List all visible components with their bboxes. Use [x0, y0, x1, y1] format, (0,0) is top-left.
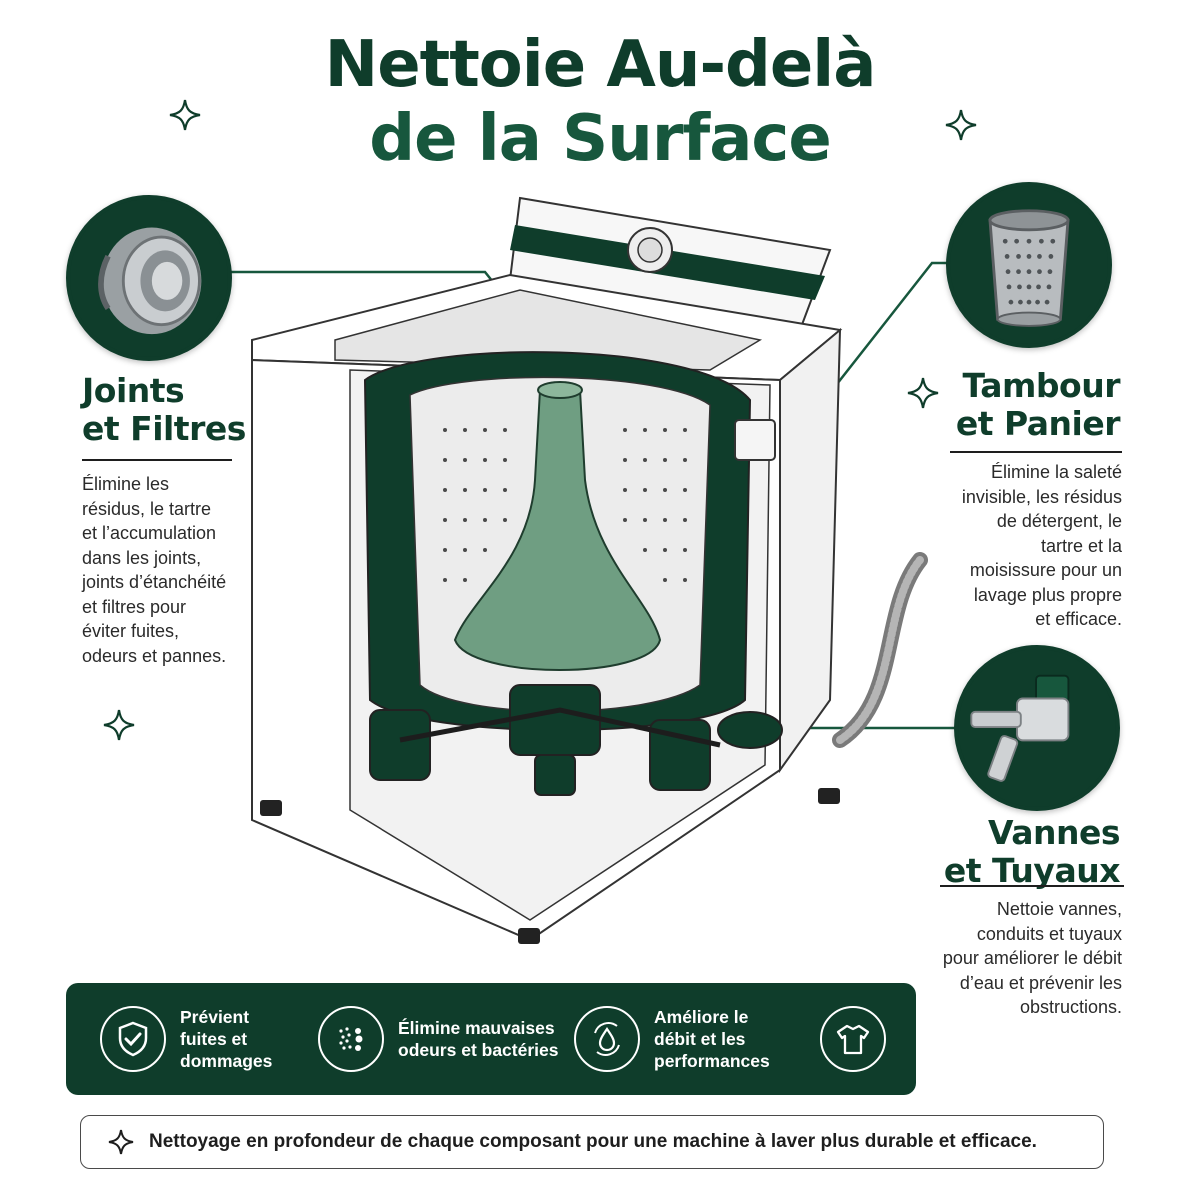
valves-pipes-description: Nettoie vannes, conduits et tuyaux pour … — [942, 899, 1122, 1017]
filter-joint-icon — [70, 199, 228, 357]
water-drop-cycle-icon — [574, 1006, 640, 1072]
benefit-label: Élimine mauvaises odeurs et bactéries — [398, 1018, 559, 1060]
benefit-item — [820, 983, 886, 1095]
drum-basket-icon — [950, 186, 1108, 344]
bacteria-dots-icon — [318, 1006, 384, 1072]
drum-basket-image — [946, 182, 1112, 348]
drum-basket-description: Élimine la saleté invisible, les résidus… — [961, 462, 1122, 629]
valves-pipes-title: Vannes et Tuyaux — [943, 813, 1121, 890]
sparkle-icon — [944, 108, 978, 142]
benefits-banner: Prévient fuites et dommages Élimine mauv… — [66, 983, 916, 1095]
valve-pipe-icon — [958, 649, 1116, 807]
benefit-item: Améliore le débit et les performances — [574, 983, 770, 1095]
t-shirt-icon — [820, 1006, 886, 1072]
sparkle-icon — [102, 708, 136, 742]
benefit-label: Améliore le débit et les performances — [654, 1007, 770, 1071]
drum-basket-title: Tambour et Panier — [955, 366, 1121, 443]
title-line-1: Nettoie Au-delà — [324, 28, 877, 102]
joints-filters-description: Élimine les résidus, le tartre et l’accu… — [82, 474, 227, 666]
footer-note: Nettoyage en profondeur de chaque compos… — [80, 1115, 1104, 1169]
joints-filters-title: Joints et Filtres — [82, 371, 246, 448]
footer-text: Nettoyage en profondeur de chaque compos… — [149, 1131, 1037, 1152]
drum-basket-divider — [950, 451, 1122, 453]
sparkle-icon — [168, 98, 202, 132]
valves-pipes-image — [954, 645, 1120, 811]
title-line-2: de la Surface — [369, 102, 832, 176]
benefit-item: Élimine mauvaises odeurs et bactéries — [318, 983, 558, 1095]
washing-machine-illustration — [240, 180, 960, 950]
benefit-label: Prévient fuites et dommages — [180, 1007, 273, 1071]
joints-filters-divider — [82, 459, 232, 461]
page-title: Nettoie Au-delà de la Surface — [0, 28, 1200, 176]
shield-check-icon — [100, 1006, 166, 1072]
sparkle-icon — [107, 1128, 135, 1156]
joints-filters-image — [66, 195, 232, 361]
valves-pipes-divider — [940, 885, 1124, 887]
benefit-item: Prévient fuites et dommages — [100, 983, 272, 1095]
